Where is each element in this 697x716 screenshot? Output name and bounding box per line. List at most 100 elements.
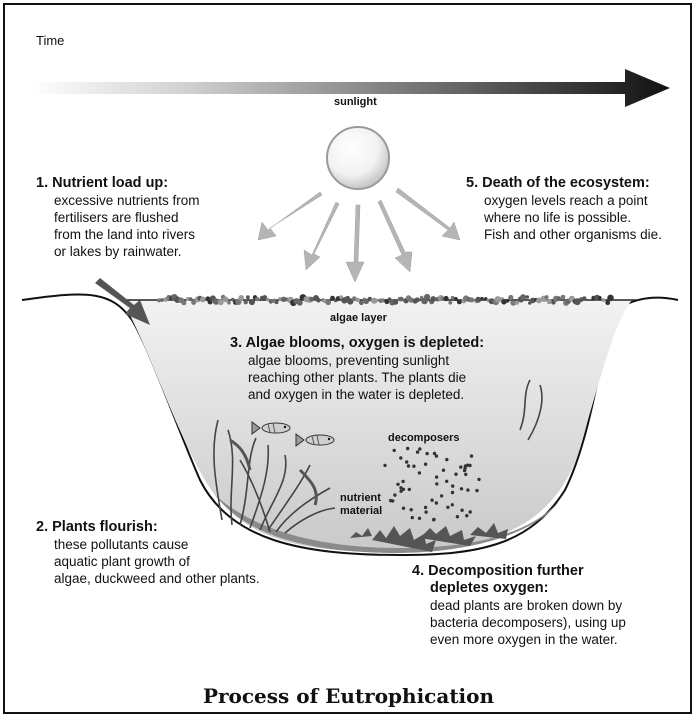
decomposer-dot — [401, 479, 405, 484]
decomposer-dot — [477, 477, 481, 482]
decomposer-dot — [434, 475, 439, 479]
algae-dot — [501, 299, 507, 305]
algae-dot — [255, 296, 260, 302]
decomposer-dot — [412, 464, 416, 468]
algae-dot — [297, 300, 303, 306]
decomposer-dot — [432, 518, 436, 522]
decomposer-dot — [406, 464, 411, 468]
algae-dot — [525, 295, 530, 299]
decomposer-dot — [460, 508, 464, 512]
algae-dot — [363, 298, 369, 304]
algae-dot — [556, 296, 562, 301]
decomposer-dot — [446, 505, 450, 509]
decomposer-dot — [409, 508, 413, 512]
algae-dot — [330, 295, 335, 301]
algae-dot — [508, 294, 514, 301]
sunlight-rays — [257, 187, 461, 283]
nutrient-material-label-line2: material — [340, 505, 383, 517]
step-1: 1. Nutrient load up: excessive nutrients… — [36, 174, 200, 260]
algae-dot — [510, 300, 516, 306]
algae-dot — [393, 299, 399, 305]
fish-icon — [251, 421, 335, 447]
decomposer-dot — [441, 468, 446, 472]
step-4-line-1: depletes oxygen: — [430, 580, 549, 596]
step-1-line-3: from the land into rivers — [54, 227, 196, 242]
step-5-line-3: Fish and other organisms die. — [484, 227, 662, 242]
sun-icon — [326, 126, 390, 190]
algae-dot — [212, 298, 220, 305]
step-1-line-2: fertilisers are flushed — [54, 210, 179, 225]
step-4-title: 4. Decomposition further — [412, 563, 584, 579]
algae-dot — [546, 298, 553, 305]
algae-dot — [339, 295, 343, 300]
decomposer-dot — [393, 493, 397, 497]
step-2-line-1: these pollutants cause — [54, 537, 189, 552]
algae-dot — [160, 298, 165, 302]
algae-dot — [480, 296, 484, 301]
step-5-line-1: oxygen levels reach a point — [484, 193, 648, 208]
algae-dot — [514, 300, 520, 305]
step-1-title: 1. Nutrient load up: — [36, 175, 169, 191]
dead-plant-debris — [350, 523, 508, 552]
decomposer-dot — [399, 486, 403, 490]
algae-dot — [347, 298, 354, 305]
algae-dot — [309, 296, 315, 302]
decomposer-dot — [463, 466, 467, 470]
step-2-title: 2. Plants flourish: — [36, 519, 158, 535]
algae-dot — [560, 294, 566, 300]
step-5-title: 5. Death of the ecosystem: — [466, 175, 650, 191]
algae-dot — [601, 298, 606, 302]
algae-dot — [453, 297, 458, 301]
algae-dot — [505, 298, 510, 303]
algae-dot — [278, 297, 282, 301]
algae-dot — [448, 300, 453, 305]
decomposer-dot — [434, 501, 439, 505]
step-4: 4. Decomposition further depletes oxygen… — [412, 562, 626, 648]
algae-dot — [316, 297, 321, 303]
decomposer-dot — [455, 515, 460, 519]
decomposer-dot — [406, 446, 410, 451]
decomposer-dot — [459, 487, 464, 491]
step-1-line-4: or lakes by rainwater. — [54, 244, 182, 259]
decomposer-dots — [383, 446, 481, 522]
decomposer-dot — [415, 450, 420, 454]
algae-dot — [424, 293, 431, 301]
decomposer-dot — [445, 479, 449, 483]
algae-dot — [262, 295, 268, 300]
decomposer-dot — [407, 487, 411, 492]
decomposer-dot — [396, 482, 400, 486]
algae-dot — [281, 296, 287, 302]
step-2-line-2: aquatic plant growth of — [54, 554, 190, 569]
algae-dot — [200, 296, 206, 303]
algae-dot — [185, 297, 190, 301]
decomposer-dot — [454, 472, 458, 476]
algae-dot — [605, 300, 611, 306]
algae-dot — [381, 298, 386, 303]
algae-dot — [351, 296, 357, 302]
decomposer-dot — [451, 484, 455, 488]
decomposer-dot — [423, 505, 428, 510]
step-4-line-4: even more oxygen in the water. — [430, 632, 618, 647]
algae-dot — [430, 296, 437, 302]
algae-dot — [367, 296, 373, 302]
decomposer-dot — [475, 488, 479, 493]
algae-dot — [544, 295, 549, 300]
nutrient-inflow-arrow — [95, 278, 150, 325]
decomposer-dot — [439, 494, 444, 498]
algae-dot — [157, 298, 161, 303]
algae-dot — [597, 296, 602, 300]
decomposer-dot — [468, 510, 472, 514]
decomposer-dot — [392, 448, 396, 453]
decomposer-dot — [469, 454, 474, 458]
step-2-line-3: algae, duckweed and other plants. — [54, 571, 260, 586]
nutrient-material-label-line1: nutrient — [340, 492, 381, 504]
decomposer-dot — [423, 462, 428, 466]
decomposers-label: decomposers — [388, 432, 460, 444]
algae-dot — [530, 297, 536, 304]
algae-dot — [325, 299, 332, 306]
algae-dot — [243, 300, 248, 305]
algae-dot — [248, 298, 255, 306]
step-3-line-3: and oxygen in the water is depleted. — [248, 387, 465, 402]
decomposer-dot — [399, 456, 403, 460]
algae-dot — [217, 299, 224, 306]
